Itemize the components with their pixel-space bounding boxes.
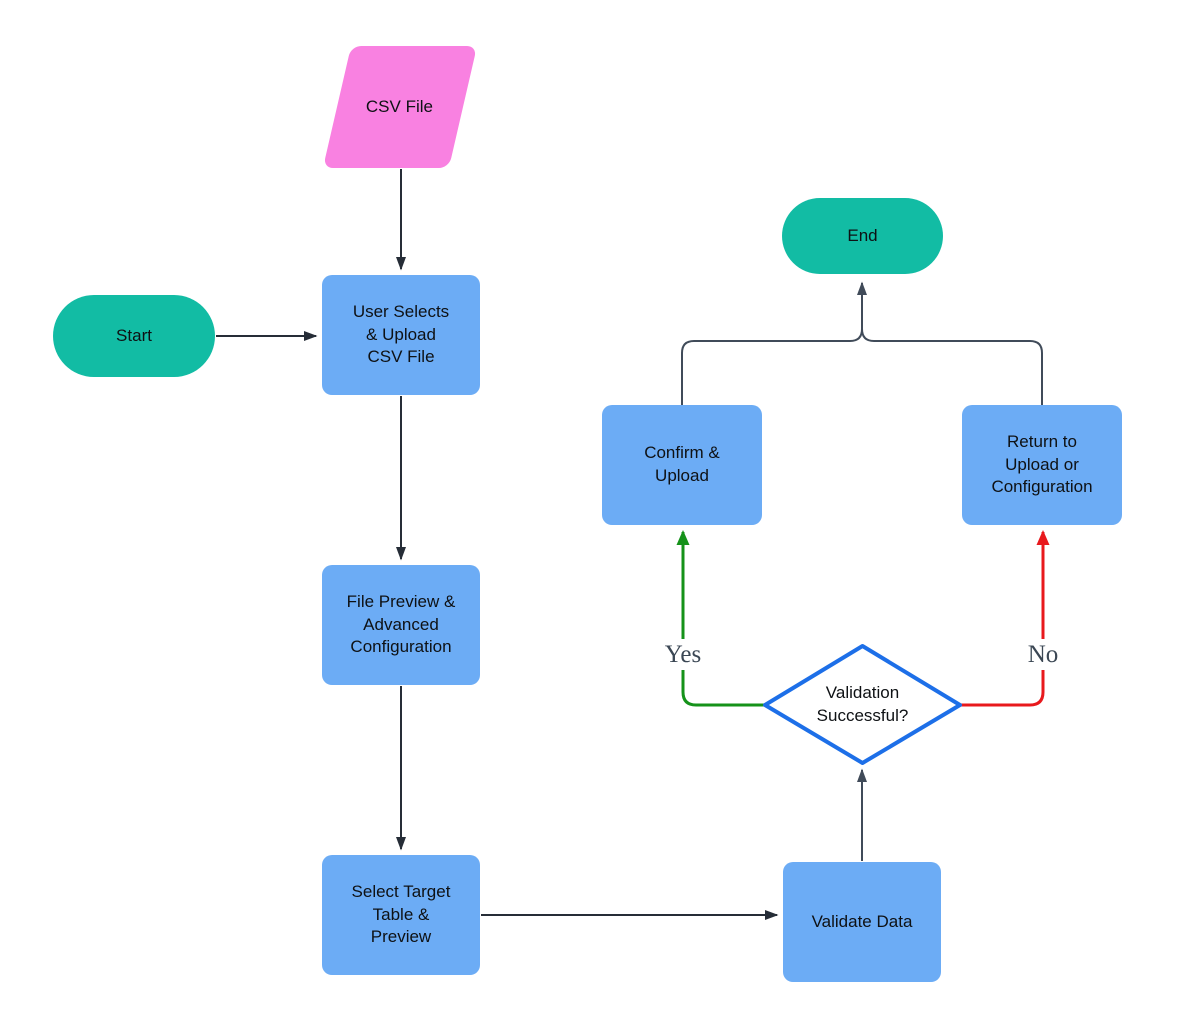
- edge-decision-yes: [676, 530, 765, 707]
- edge-confirm-to-end: [681, 281, 867, 405]
- decision-diamond-shape: [763, 644, 962, 765]
- node-confirm-upload-label: Confirm & Upload: [644, 443, 720, 485]
- node-end-label: End: [847, 225, 878, 245]
- node-return-to: Return to Upload or Configuration: [962, 405, 1122, 525]
- node-confirm-upload: Confirm & Upload: [602, 405, 762, 525]
- edge-return-to-end: [861, 328, 1043, 405]
- node-file-preview-label: File Preview & Advanced Configuration: [346, 591, 456, 657]
- node-file-preview: File Preview & Advanced Configuration: [322, 565, 480, 685]
- node-start-label: Start: [116, 325, 152, 345]
- node-decision-label: Validation Successful?: [816, 682, 909, 725]
- node-select-target: Select Target Table & Preview: [322, 855, 480, 975]
- node-user-upload: User Selects & Upload CSV File: [322, 275, 480, 395]
- node-csv-file-label: CSV File: [366, 96, 434, 116]
- node-start: Start: [53, 295, 215, 377]
- node-user-upload-label: User Selects & Upload CSV File: [352, 301, 450, 367]
- node-validate-data-label: Validate Data: [811, 911, 913, 931]
- node-decision: Validation Successful?: [765, 646, 960, 763]
- node-return-to-label: Return to Upload or Configuration: [991, 431, 1093, 497]
- node-end: End: [782, 198, 943, 274]
- edge-label-yes: Yes: [657, 639, 709, 670]
- node-select-target-label: Select Target Table & Preview: [351, 881, 451, 947]
- edge-label-no: No: [1017, 639, 1069, 670]
- node-validate-data: Validate Data: [783, 862, 941, 982]
- edge-decision-no: [960, 530, 1050, 707]
